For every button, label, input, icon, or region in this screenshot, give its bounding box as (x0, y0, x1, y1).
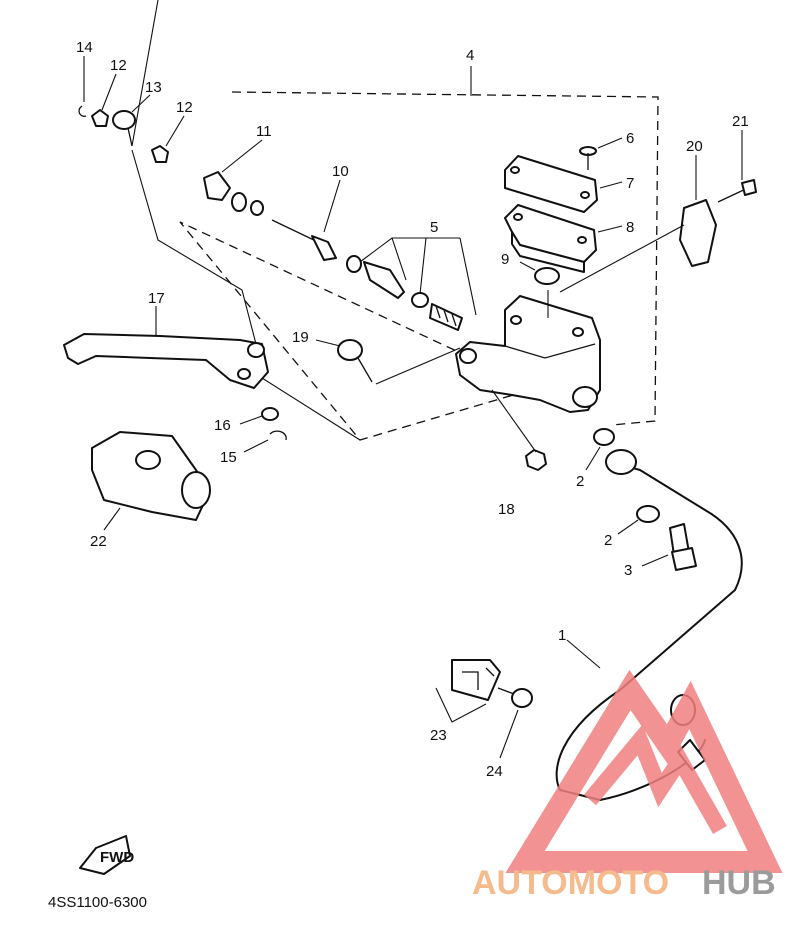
fwd-label: FWD (100, 849, 134, 866)
nut-12-left (91, 109, 109, 127)
pivot-bolt (337, 339, 373, 383)
callout-3: 3 (624, 562, 632, 579)
washer-upper (593, 428, 615, 446)
washer-lower (636, 505, 660, 523)
callout-17: 17 (148, 290, 165, 307)
callout-23: 23 (430, 727, 447, 744)
callout-11: 11 (256, 123, 272, 140)
callout-1: 1 (558, 627, 566, 644)
callout-4: 4 (466, 47, 474, 64)
callout-21: 21 (732, 113, 749, 130)
callout-7: 7 (626, 175, 634, 192)
dust-boot (203, 171, 264, 216)
leader-5 (359, 237, 477, 316)
callout-2-upper: 2 (576, 473, 584, 490)
bracket-bolt (717, 179, 757, 203)
clip-15 (269, 430, 287, 441)
callout-12-left: 12 (110, 57, 127, 74)
callout-2-lower: 2 (604, 532, 612, 549)
push-rod (271, 219, 337, 261)
adjuster-13 (112, 110, 136, 147)
lever-cover (91, 431, 211, 521)
brake-lever (63, 333, 269, 389)
diaphragm (534, 267, 560, 285)
callout-12-right: 12 (176, 99, 193, 116)
brand-automoto: AUTOMOTO (472, 864, 669, 902)
forward-arrow: FWD (79, 835, 134, 875)
nut-12-right (151, 145, 169, 163)
callout-22: 22 (90, 533, 107, 550)
holder-bolt (497, 687, 533, 708)
callout-14: 14 (76, 39, 93, 56)
callout-19: 19 (292, 329, 309, 346)
logo-triangle-inner (583, 724, 727, 834)
piston-kit (346, 255, 463, 331)
diagram-code: 4SS1100-6300 (48, 894, 147, 911)
cap-screw (579, 146, 597, 170)
callout-20: 20 (686, 138, 703, 155)
brand-hub: HUB (702, 864, 776, 902)
callout-6: 6 (626, 130, 634, 147)
reservoir-cap (504, 155, 598, 213)
cir-clip-14 (78, 105, 87, 117)
holder-bracket (679, 199, 717, 267)
callout-16: 16 (214, 417, 231, 434)
automotohub-logo: AUTOMOTO HUB (472, 669, 783, 902)
washer-16 (261, 407, 279, 421)
callout-13: 13 (145, 79, 162, 96)
callout-9: 9 (501, 251, 509, 268)
pivot-nut (525, 449, 547, 471)
callout-8: 8 (626, 219, 634, 236)
callout-24: 24 (486, 763, 503, 780)
logo-triangle-outer (505, 669, 783, 873)
master-cylinder-body (455, 290, 601, 413)
callout-10: 10 (332, 163, 349, 180)
callout-5: 5 (430, 219, 438, 236)
hose-holder (451, 659, 501, 701)
callout-18: 18 (498, 501, 515, 518)
callout-15: 15 (220, 449, 237, 466)
union-bolt (669, 523, 697, 571)
